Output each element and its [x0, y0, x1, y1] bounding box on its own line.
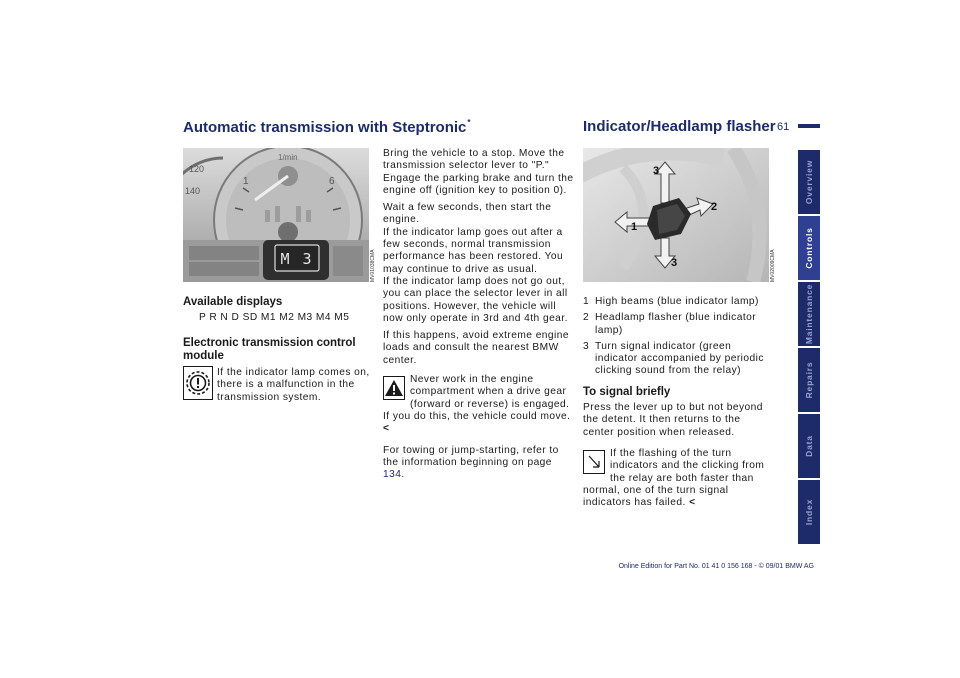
paragraph: If the indicator lamp goes out after a f…	[383, 226, 564, 275]
tab-controls[interactable]: Controls	[798, 216, 820, 280]
svg-text:140: 140	[185, 186, 200, 196]
svg-text:1: 1	[243, 176, 249, 187]
right-page-title: Indicator/Headlamp flasher	[583, 118, 776, 135]
warning-triangle-box	[383, 376, 405, 401]
tab-data[interactable]: Data	[798, 414, 820, 478]
gear-warning-icon	[186, 371, 210, 395]
available-displays-list: P R N D SD M1 M2 M3 M4 M5	[199, 312, 350, 323]
image-code: MV02009CMA	[770, 249, 776, 282]
diagram-label: 2	[711, 201, 717, 213]
tab-repairs[interactable]: Repairs	[798, 348, 820, 412]
paragraph: Wait a few seconds, then start the engin…	[383, 202, 552, 226]
image-code: MV01038CMA	[370, 249, 376, 282]
paragraph: If this happens, avoid extreme engine lo…	[383, 330, 569, 366]
diagram-label: 3	[671, 257, 677, 269]
tab-overview[interactable]: Overview	[798, 150, 820, 214]
note-text: If the flashing of the turn indicators a…	[583, 448, 765, 509]
tab-index[interactable]: Index	[798, 480, 820, 544]
etm-text: If the indicator lamp comes on, there is…	[217, 367, 370, 403]
diagram-label: 3	[653, 165, 659, 177]
svg-text:6: 6	[329, 176, 335, 187]
note-arrow-icon	[588, 455, 600, 468]
available-displays-heading: Available displays	[183, 296, 283, 308]
page-number: 61	[777, 121, 790, 133]
malfunction-symbol	[183, 366, 213, 400]
middle-column: Bring the vehicle to a stop. Move the tr…	[383, 148, 575, 486]
optional-mark: *	[467, 118, 471, 127]
end-mark: <	[689, 497, 696, 509]
gear-display-readout: M 3	[280, 250, 313, 268]
instrument-cluster-image: 120 140 1 6 1/min M 3	[161, 145, 369, 295]
warning-triangle-icon	[385, 380, 403, 397]
note-box	[583, 450, 605, 474]
paragraph: Bring the vehicle to a stop. Move the tr…	[383, 148, 574, 196]
note-block: If the flashing of the turn indicators a…	[583, 448, 775, 509]
diagram-label: 1	[631, 221, 637, 233]
diagram-number-labels: 3 2 1 3	[631, 165, 717, 269]
svg-text:1/min: 1/min	[278, 153, 298, 162]
svg-text:120: 120	[189, 164, 204, 174]
turn-signal-diagram: 3 2 1 3	[568, 142, 769, 284]
signal-briefly-text: Press the lever up to but not beyond the…	[583, 402, 763, 438]
header-bar	[798, 124, 820, 128]
warning-text: Never work in the engine compartment whe…	[383, 374, 571, 422]
footer-edition: Online Edition for Part No. 01 41 0 156 …	[618, 563, 814, 570]
etm-heading: Electronic transmission control module	[183, 337, 356, 362]
paragraph: If the indicator lamp does not go out, y…	[383, 275, 568, 324]
end-mark: <	[383, 423, 390, 435]
engine-warning: Never work in the engine compartment whe…	[383, 374, 575, 435]
page-134-link[interactable]: 134	[383, 469, 402, 481]
tab-maintenance[interactable]: Maintenance	[798, 282, 820, 346]
towing-paragraph: For towing or jump-starting, refer to th…	[383, 444, 559, 481]
signal-briefly-heading: To signal briefly	[583, 386, 671, 398]
left-page-title: Automatic transmission with Steptronic*	[183, 118, 471, 136]
